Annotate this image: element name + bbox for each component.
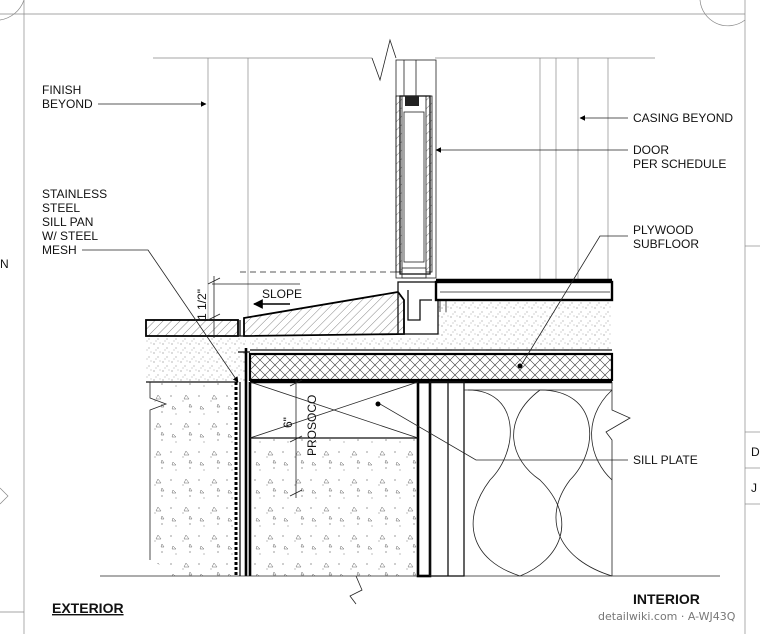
sill-pan-mesh xyxy=(234,320,250,576)
sill-plate-framing xyxy=(249,380,465,578)
label-finish-beyond-1: FINISH xyxy=(42,83,81,97)
label-slope: SLOPE xyxy=(262,287,302,301)
label-exterior: EXTERIOR xyxy=(52,600,124,616)
label-right-tag-1: D xyxy=(751,445,760,459)
label-finish-beyond-2: BEYOND xyxy=(42,97,93,111)
label-door-2: PER SCHEDULE xyxy=(633,157,726,171)
label-sill-pan-3: SILL PAN xyxy=(42,215,93,229)
label-plywood-2: SUBFLOOR xyxy=(633,237,699,251)
labels: FINISH BEYOND CASING BEYOND DOOR PER SCH… xyxy=(0,83,760,616)
floor-finish xyxy=(434,278,614,302)
label-interior: INTERIOR xyxy=(633,591,700,607)
floor-underlayment xyxy=(146,300,612,383)
label-sill-pan-1: STAINLESS xyxy=(42,187,107,201)
door-slab xyxy=(395,59,437,279)
label-sill-pan-4: W/ STEEL xyxy=(42,229,98,243)
label-dim-6: 6" xyxy=(281,417,295,428)
label-door-1: DOOR xyxy=(633,143,669,157)
label-sill-pan-5: MESH xyxy=(42,243,77,257)
label-sill-plate: SILL PLATE xyxy=(633,453,698,467)
foundation xyxy=(100,348,720,605)
wall-beyond xyxy=(153,38,655,320)
watermark: detailwiki.com · A-WJ43Q xyxy=(598,610,736,623)
plywood-subfloor xyxy=(248,352,614,384)
label-casing-beyond: CASING BEYOND xyxy=(633,111,733,125)
insulation-batt xyxy=(464,382,631,577)
dimensions xyxy=(207,271,580,498)
label-dim-1-half: 1 1/2" xyxy=(195,289,209,320)
label-right-tag-2: J xyxy=(751,481,757,495)
label-prosoco: PROSOCO xyxy=(305,395,319,456)
label-plywood-1: PLYWOOD xyxy=(633,223,694,237)
label-sill-pan-2: STEEL xyxy=(42,201,80,215)
label-left-tag: N xyxy=(0,257,9,271)
leaders xyxy=(82,101,628,461)
